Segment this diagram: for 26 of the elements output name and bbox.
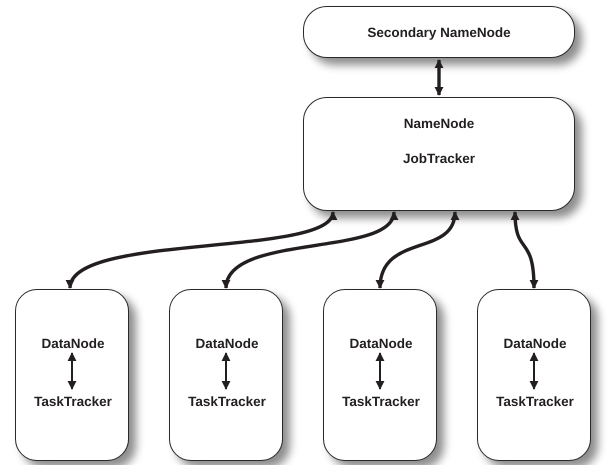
arrow [376,211,458,289]
node-label: Secondary NameNode [367,24,511,40]
node-label: JobTracker [402,151,476,166]
arrow [224,211,396,289]
node-label: TaskTracker [342,394,420,408]
arrow [222,352,230,390]
arrow [376,352,384,390]
node-label: TaskTracker [188,394,266,408]
node-label: NameNode [404,116,474,131]
arrow [68,352,76,390]
process-box [303,97,575,211]
node-label: DataNode [503,336,566,350]
arrow [510,211,538,289]
arrow [530,352,538,390]
arrow [68,211,334,289]
node-label: DataNode [349,336,412,350]
process-box [303,6,575,58]
process-box [169,289,283,461]
node-label: TaskTracker [496,394,574,408]
node-label: TaskTracker [34,394,112,408]
node-label: DataNode [195,336,258,350]
node-label: DataNode [41,336,104,350]
process-box [15,289,129,461]
process-box [323,289,437,461]
process-box [477,289,591,461]
arrow [434,59,444,96]
